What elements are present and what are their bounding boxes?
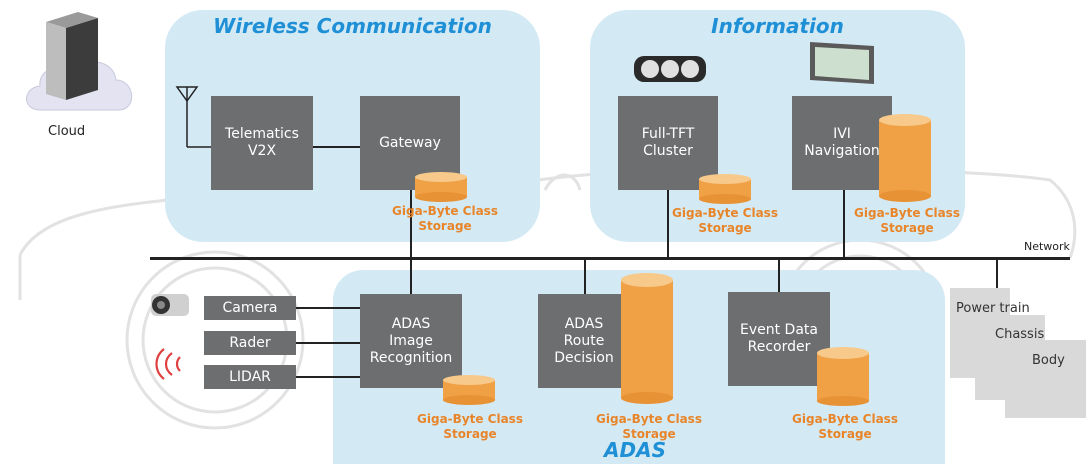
telematics-gateway-link <box>313 146 360 148</box>
wireless-communication-title: Wireless Communication <box>213 14 492 38</box>
storage-cylinder-icon <box>621 273 673 404</box>
lidar-sensor: LIDAR <box>204 365 296 389</box>
storage-cylinder-icon <box>817 347 869 406</box>
gateway-network-link <box>410 190 412 294</box>
vehicle-network-link <box>996 258 998 288</box>
front-camera-icon <box>151 294 189 316</box>
camera-device-icon <box>634 56 706 82</box>
network-bus <box>150 257 1070 260</box>
body-label: Body <box>1032 353 1065 368</box>
rader-sensor: Rader <box>204 331 296 355</box>
storage-cylinder-icon <box>415 172 467 202</box>
server-icon <box>46 12 98 100</box>
storage-cylinder-icon <box>879 114 931 202</box>
display-monitor-icon <box>810 42 874 84</box>
camera-link <box>296 307 360 309</box>
cloud-label: Cloud <box>48 124 86 139</box>
route-network-link <box>584 258 586 294</box>
lidar-link <box>296 376 360 378</box>
radar-waves-icon <box>155 348 181 380</box>
adas-title: ADAS <box>604 438 666 462</box>
antenna-icon <box>175 86 211 148</box>
event-network-link <box>778 258 780 292</box>
body-step <box>1005 340 1086 418</box>
cluster-network-link <box>667 190 669 258</box>
network-label: Network <box>1024 240 1070 253</box>
chassis-label: Chassis <box>995 327 1045 342</box>
rader-link <box>296 342 360 344</box>
camera-sensor: Camera <box>204 296 296 320</box>
ivi-network-link <box>843 190 845 258</box>
storage-cylinder-icon <box>699 174 751 204</box>
storage-cylinder-icon <box>443 375 495 405</box>
information-title: Information <box>711 14 844 38</box>
power-train-label: Power train <box>956 301 1030 316</box>
